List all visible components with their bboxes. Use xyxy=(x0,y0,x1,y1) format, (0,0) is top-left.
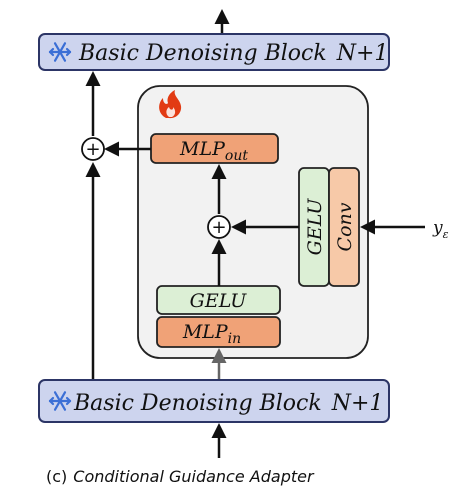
gelu-bottom-block: GELU xyxy=(156,285,281,315)
mlp-out-block: MLPout xyxy=(150,133,279,164)
svg-text:GELU: GELU xyxy=(190,290,248,312)
svg-text:MLPout: MLPout xyxy=(179,138,248,164)
conv-block: Conv xyxy=(328,167,360,287)
mlp-in-block: MLPin xyxy=(156,316,281,348)
snowflake-icon xyxy=(48,391,72,411)
residual-add-node: + xyxy=(81,137,105,161)
adapter-add-node: + xyxy=(207,215,231,239)
snowflake-icon xyxy=(48,42,72,62)
svg-text:+: + xyxy=(85,139,100,160)
condition-input-label: yε xyxy=(432,218,449,241)
svg-text:GELU: GELU xyxy=(304,198,326,256)
gelu-side-block: GELU xyxy=(298,167,330,287)
svg-text:MLPin: MLPin xyxy=(182,321,241,347)
svg-text:Conv: Conv xyxy=(334,202,356,251)
svg-text:+: + xyxy=(211,217,226,238)
flame-icon xyxy=(159,90,182,119)
figure-caption: (c)Conditional Guidance Adapter xyxy=(46,467,315,486)
